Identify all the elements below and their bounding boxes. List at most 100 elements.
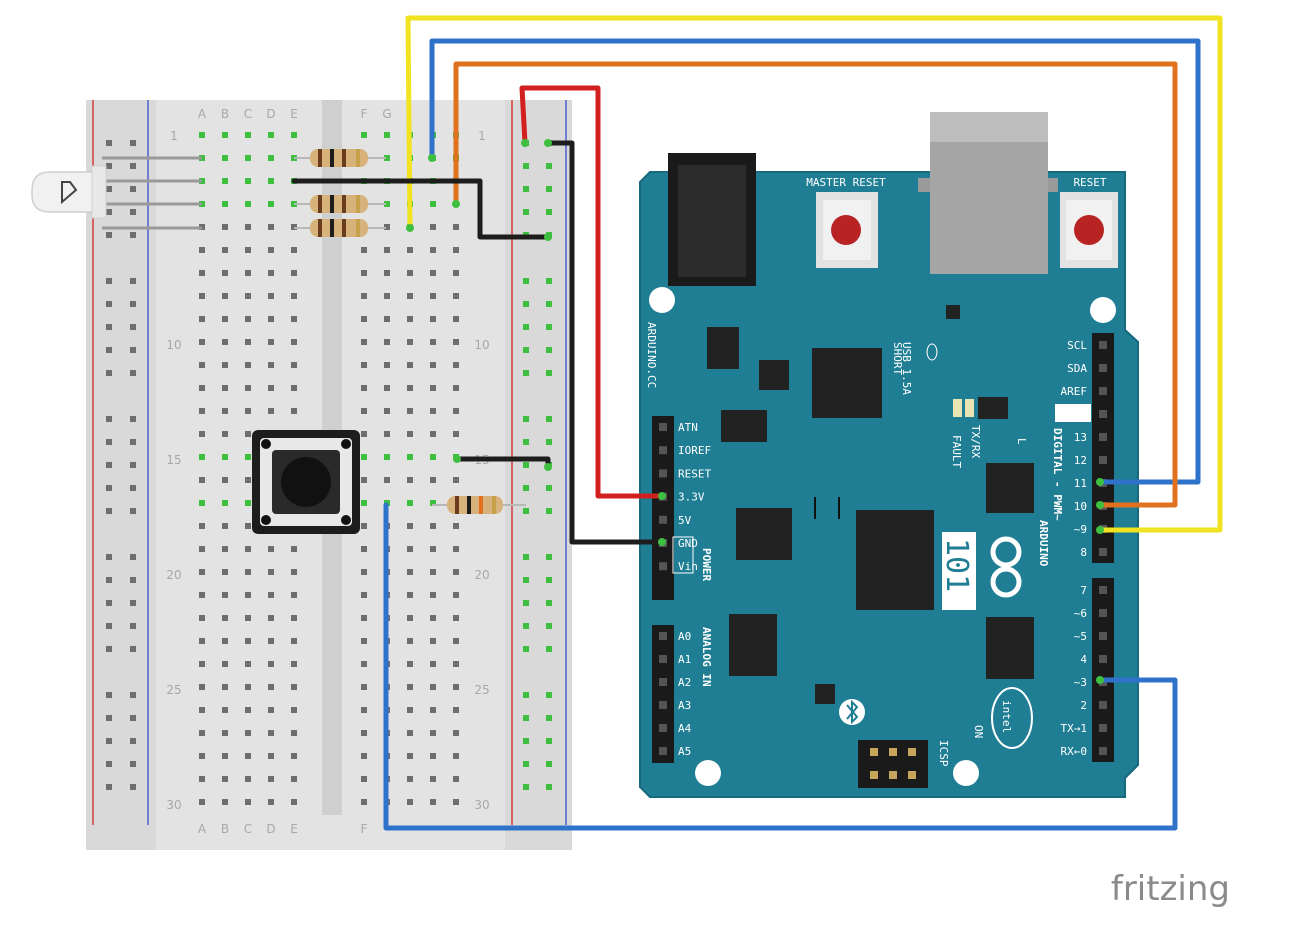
breadboard-hole <box>245 247 251 253</box>
header-pin[interactable] <box>1099 364 1107 372</box>
breadboard-hole <box>268 408 274 414</box>
header-pin[interactable] <box>1099 747 1107 755</box>
rail-hole <box>523 347 529 353</box>
header-pin[interactable] <box>1099 387 1107 395</box>
breadboard-hole <box>430 638 436 644</box>
breadboard-hole <box>199 431 205 437</box>
resistor-icon <box>294 149 386 167</box>
col-letter: B <box>221 107 229 121</box>
fritzing-watermark: fritzing <box>1111 869 1230 909</box>
header-pin[interactable] <box>1099 609 1107 617</box>
header-pin[interactable] <box>1099 410 1107 418</box>
rail-hole <box>130 347 136 353</box>
rail-hole <box>130 623 136 629</box>
master-reset-button[interactable] <box>816 192 878 268</box>
wire-yellow <box>405 15 1223 533</box>
header-pin[interactable] <box>659 678 667 686</box>
breadboard-hole <box>384 293 390 299</box>
breadboard-hole <box>453 799 459 805</box>
header-pin[interactable] <box>1099 586 1107 594</box>
header-pin[interactable] <box>659 655 667 663</box>
breadboard-hole <box>268 316 274 322</box>
breadboard-hole <box>361 707 367 713</box>
header-pin[interactable] <box>1099 341 1107 349</box>
power-header-label: POWER <box>700 548 713 581</box>
breadboard-hole <box>245 638 251 644</box>
rail-hole <box>523 301 529 307</box>
wire-red <box>519 85 665 499</box>
breadboard-hole <box>268 385 274 391</box>
rail-hole <box>523 577 529 583</box>
row-number: 30 <box>166 798 181 812</box>
breadboard-hole <box>245 592 251 598</box>
wires <box>291 15 1223 831</box>
header-pin[interactable] <box>659 701 667 709</box>
header-pin[interactable] <box>659 724 667 732</box>
breadboard-hole <box>199 247 205 253</box>
rail-hole <box>106 577 112 583</box>
pin-label: RESET <box>678 467 711 480</box>
header-pin[interactable] <box>1099 701 1107 709</box>
breadboard-hole <box>268 546 274 552</box>
breadboard-hole <box>222 799 228 805</box>
header-pin[interactable] <box>659 747 667 755</box>
breadboard-hole <box>268 707 274 713</box>
rail-hole <box>546 370 552 376</box>
col-letter: D <box>266 822 275 836</box>
rail-hole <box>130 485 136 491</box>
rail-hole <box>130 646 136 652</box>
header-pin[interactable] <box>659 632 667 640</box>
header-pin[interactable] <box>1099 655 1107 663</box>
breadboard-hole <box>222 178 228 184</box>
breadboard-hole <box>291 546 297 552</box>
breadboard-hole <box>430 454 436 460</box>
header-pin[interactable] <box>1099 433 1107 441</box>
breadboard-hole <box>199 730 205 736</box>
rail-hole <box>106 347 112 353</box>
header-pin[interactable] <box>659 562 667 571</box>
breadboard-hole <box>407 477 413 483</box>
pin-label: 2 <box>1080 699 1087 712</box>
breadboard-hole <box>430 684 436 690</box>
rail-hole <box>106 278 112 284</box>
breadboard-hole <box>407 408 413 414</box>
breadboard-hole <box>430 477 436 483</box>
rail-hole <box>106 301 112 307</box>
header-pin[interactable] <box>659 469 667 478</box>
rail-hole <box>546 623 552 629</box>
rail-hole <box>130 761 136 767</box>
breadboard-hole <box>199 500 205 506</box>
push-button-icon[interactable] <box>252 430 360 534</box>
row-number: 1 <box>170 129 178 143</box>
header-pin[interactable] <box>659 446 667 455</box>
breadboard-hole <box>268 638 274 644</box>
col-letter: B <box>221 822 229 836</box>
model-badge <box>942 532 976 610</box>
header-pin[interactable] <box>659 515 667 524</box>
header-pin[interactable] <box>659 423 667 431</box>
breadboard-hole <box>407 500 413 506</box>
dc-power-jack <box>668 153 756 286</box>
breadboard-hole <box>268 293 274 299</box>
rail-hole <box>523 324 529 330</box>
breadboard-hole <box>430 316 436 322</box>
row-number: 1 <box>478 129 486 143</box>
breadboard-hole <box>430 339 436 345</box>
breadboard-hole <box>245 201 251 207</box>
icsp-label: ICSP <box>937 740 950 767</box>
breadboard-hole <box>361 776 367 782</box>
breadboard-hole <box>245 293 251 299</box>
rail-hole <box>130 692 136 698</box>
header-pin[interactable] <box>1099 548 1107 556</box>
reset-button[interactable] <box>1060 192 1118 268</box>
rail-hole <box>546 278 552 284</box>
rail-hole <box>130 186 136 192</box>
col-letter: C <box>244 822 252 836</box>
rail-hole <box>546 301 552 307</box>
header-pin[interactable] <box>1099 456 1107 464</box>
breadboard-hole <box>384 201 390 207</box>
header-pin[interactable] <box>1099 632 1107 640</box>
breadboard-hole <box>361 500 367 506</box>
breadboard-hole <box>245 454 251 460</box>
header-pin[interactable] <box>1099 724 1107 732</box>
